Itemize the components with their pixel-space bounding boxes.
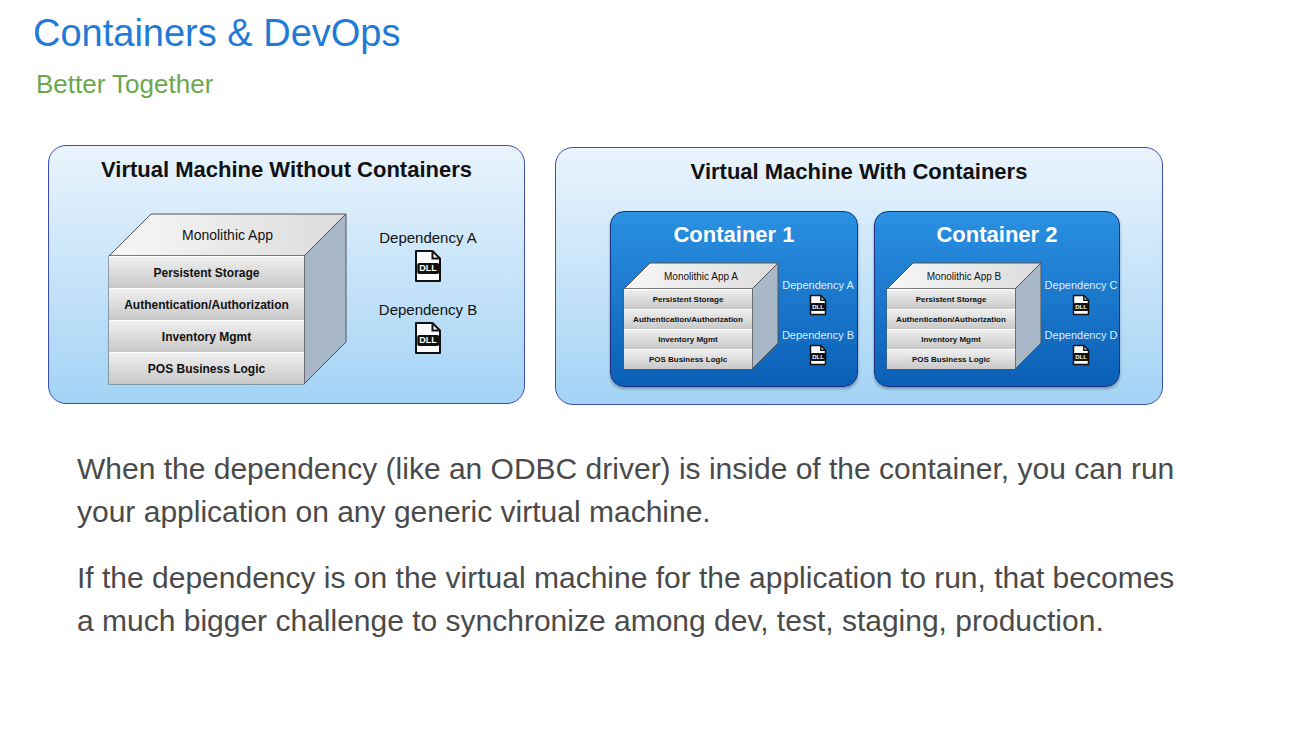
document-fold bbox=[432, 323, 440, 331]
dll-label: DLL bbox=[417, 263, 439, 274]
app-layer: Authentication/Authorization bbox=[624, 309, 752, 329]
body-paragraph: If the dependency is on the virtual mach… bbox=[77, 556, 1187, 642]
dependency-name: Dependency B bbox=[358, 301, 498, 318]
layer-name: POS Business Logic bbox=[148, 362, 265, 376]
cube-top bbox=[624, 263, 778, 289]
app-layer: Inventory Mgmt bbox=[624, 329, 752, 349]
vm-panel: Virtual Machine With ContainersContainer… bbox=[555, 147, 1163, 405]
document-shape bbox=[1074, 346, 1089, 365]
dependency-file: Dependency A DLL bbox=[778, 279, 858, 316]
dll-icon: DLL bbox=[809, 344, 827, 366]
dll-icon: DLL bbox=[414, 321, 442, 355]
dll-label: DLL bbox=[417, 335, 439, 346]
layer-name: Persistent Storage bbox=[153, 266, 259, 280]
container-box: Container 2 Monolithic App B Persistent St… bbox=[874, 211, 1120, 387]
app-name-text: Monolithic App B bbox=[927, 271, 1002, 282]
cube-side bbox=[752, 263, 778, 369]
document-fold bbox=[1084, 346, 1089, 351]
document-fold bbox=[432, 251, 440, 259]
document-shape bbox=[416, 251, 440, 281]
app-layer: Persistent Storage bbox=[624, 289, 752, 309]
layer-name: POS Business Logic bbox=[649, 355, 727, 364]
app-cube: Monolithic App B Persistent StorageAuthen… bbox=[887, 263, 1041, 369]
layer-name: Authentication/Authorization bbox=[124, 298, 289, 312]
document-shape bbox=[811, 296, 826, 315]
layer-name: Inventory Mgmt bbox=[162, 330, 251, 344]
app-cube: Monolithic App A Persistent StorageAuthen… bbox=[624, 263, 778, 369]
dependency-name-text: Dependency A bbox=[782, 279, 854, 291]
slide-subtitle: Better Together bbox=[36, 66, 636, 103]
dll-label: DLL bbox=[1073, 303, 1089, 311]
dll-icon: DLL bbox=[414, 249, 442, 283]
cube-top bbox=[887, 263, 1041, 289]
container-box: Container 1 Monolithic App A Persistent St… bbox=[610, 211, 858, 387]
container-heading: Container 2 bbox=[875, 222, 1119, 248]
panel-heading: Virtual Machine Without Containers bbox=[49, 157, 524, 183]
app-layer: POS Business Logic bbox=[109, 352, 304, 384]
dependency-file: Dependency B DLL bbox=[778, 329, 858, 366]
dependency-file: Dependency B DLL bbox=[358, 301, 498, 355]
dependency-file: Dependency C DLL bbox=[1041, 279, 1121, 316]
app-layer: Inventory Mgmt bbox=[887, 329, 1015, 349]
panel-heading: Virtual Machine With Containers bbox=[556, 159, 1162, 185]
layer-name: POS Business Logic bbox=[912, 355, 990, 364]
cube-side bbox=[304, 214, 346, 384]
app-layer: Inventory Mgmt bbox=[109, 320, 304, 352]
layer-name: Inventory Mgmt bbox=[658, 335, 718, 344]
dll-label: DLL bbox=[1073, 353, 1089, 361]
dependency-name-text: Dependency A bbox=[379, 229, 477, 246]
document-shape bbox=[811, 346, 826, 365]
app-name: Monolithic App bbox=[130, 214, 325, 256]
vm-panel: Virtual Machine Without ContainersMonoli… bbox=[48, 145, 525, 404]
dll-icon: DLL bbox=[809, 294, 827, 316]
layer-name: Persistent Storage bbox=[653, 295, 724, 304]
app-name-text: Monolithic App A bbox=[664, 271, 738, 282]
dependency-name: Dependency D bbox=[1041, 329, 1121, 341]
dependency-name: Dependency C bbox=[1041, 279, 1121, 291]
dll-icon: DLL bbox=[1072, 294, 1090, 316]
app-layer: Authentication/Authorization bbox=[109, 288, 304, 320]
app-layer: POS Business Logic bbox=[887, 349, 1015, 369]
layer-name: Persistent Storage bbox=[916, 295, 987, 304]
slide-title: Containers & DevOps bbox=[33, 12, 401, 55]
dependency-name: Dependency B bbox=[778, 329, 858, 341]
layer-name: Authentication/Authorization bbox=[633, 315, 743, 324]
dependency-file: Dependency D DLL bbox=[1041, 329, 1121, 366]
cube-front bbox=[624, 289, 752, 369]
cube-side bbox=[1015, 263, 1041, 369]
app-name: Monolithic App B bbox=[900, 263, 1028, 289]
dependency-name-text: Dependency C bbox=[1045, 279, 1118, 291]
dependency-name: Dependency A bbox=[358, 229, 498, 246]
document-fold bbox=[821, 346, 826, 351]
document-shape bbox=[416, 323, 440, 353]
app-layer: Persistent Storage bbox=[887, 289, 1015, 309]
app-layer: Persistent Storage bbox=[109, 256, 304, 288]
document-fold bbox=[1084, 296, 1089, 301]
app-name: Monolithic App A bbox=[637, 263, 765, 289]
dependency-file: Dependency A DLL bbox=[358, 229, 498, 283]
dependency-name: Dependency A bbox=[778, 279, 858, 291]
layer-name: Inventory Mgmt bbox=[921, 335, 981, 344]
container-heading: Container 1 bbox=[611, 222, 857, 248]
document-shape bbox=[1074, 296, 1089, 315]
layer-name: Authentication/Authorization bbox=[896, 315, 1006, 324]
dll-label: DLL bbox=[810, 353, 826, 361]
body-paragraph: When the dependency (like an ODBC driver… bbox=[77, 447, 1187, 533]
app-layer: POS Business Logic bbox=[624, 349, 752, 369]
dll-icon: DLL bbox=[1072, 344, 1090, 366]
dependency-name-text: Dependency B bbox=[782, 329, 854, 341]
app-cube: Monolithic AppPersistent StorageAuthenti… bbox=[109, 214, 346, 384]
app-name-text: Monolithic App bbox=[182, 227, 273, 243]
dependency-name-text: Dependency B bbox=[379, 301, 477, 318]
document-fold bbox=[821, 296, 826, 301]
cube-front bbox=[887, 289, 1015, 369]
dependency-name-text: Dependency D bbox=[1045, 329, 1118, 341]
cube-front bbox=[109, 256, 304, 384]
app-layer: Authentication/Authorization bbox=[887, 309, 1015, 329]
dll-label: DLL bbox=[810, 303, 826, 311]
